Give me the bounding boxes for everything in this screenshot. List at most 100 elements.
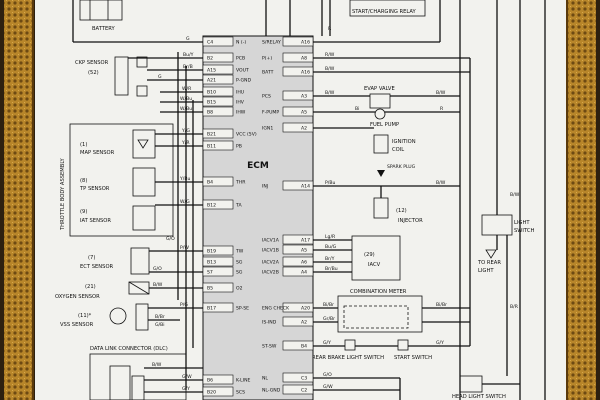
vss-num: (11)* xyxy=(78,313,92,319)
ecm-pin-signal: NL-GND xyxy=(262,388,281,394)
ecm-pin-signal: P(+) xyxy=(262,56,272,62)
head-light-label: HEAD LIGHT SWITCH xyxy=(452,394,506,400)
wire-tag: Lg/R xyxy=(325,234,336,240)
ecm-pin-cell xyxy=(282,340,314,351)
frame-right xyxy=(566,0,596,400)
ecm-pin-cell xyxy=(282,256,314,267)
wire-tag: Y/G xyxy=(181,128,190,134)
ecm-pin-signal: IACV1A xyxy=(262,238,280,244)
throttle-body-assembly: THROTTLE BODY ASSEMBLY (1) MAP SENSOR (8… xyxy=(60,123,174,237)
tp-label: TP SENSOR xyxy=(79,186,110,192)
injector-label: INJECTOR xyxy=(398,218,423,224)
wire-tag: Bu/G xyxy=(325,244,337,250)
ecm-pin-signal: VOUT xyxy=(236,68,249,74)
ecm-pin-id: B10 xyxy=(207,90,216,96)
ecm-pin-id: A21 xyxy=(207,78,216,84)
ecm-pin-id: B6 xyxy=(207,378,213,384)
wire-tag: Bi/Br xyxy=(323,302,334,308)
ecm-pin-id: A3 xyxy=(301,94,307,100)
ecm-pin-signal: VCC (5V) xyxy=(236,132,257,138)
iacv-num: (29) xyxy=(364,252,375,258)
ecm-pin-id: A5 xyxy=(301,110,307,116)
wire-tag: G/W xyxy=(323,384,333,390)
wire-tag: B/R xyxy=(510,304,519,310)
ecm-pin-signal: PB xyxy=(236,144,242,150)
ecm-pin-id: B12 xyxy=(207,203,216,209)
ecm-pin-signal: TW xyxy=(235,249,244,255)
ecm-pin-id: C3 xyxy=(301,376,307,382)
ecm-pin-signal: TA xyxy=(235,203,242,209)
wire-tag: Y/Bu xyxy=(179,176,191,182)
ecm-pin-id: A2 xyxy=(301,126,307,132)
fuel-pump-label: FUEL PUMP xyxy=(370,122,399,128)
ecm-pin-id: S7 xyxy=(207,270,213,276)
dlc-label: DATA LINK CONNECTOR (DLC) xyxy=(90,346,168,352)
ecm-pin-signal: INJ xyxy=(262,184,268,190)
vss-sensor: (11)* VSS SENSOR xyxy=(60,303,149,331)
wire-tag: Br/Y xyxy=(325,256,335,262)
wire-tag: B/W xyxy=(510,192,520,198)
wire-tag: G/W xyxy=(182,374,192,380)
coil-label: COIL xyxy=(392,147,404,153)
iacv: (29) IACV xyxy=(351,235,401,281)
brake-start-switches: REAR BRAKE LIGHT SWITCH START SWITCH xyxy=(312,339,432,361)
wire-tag: G/O xyxy=(153,266,162,272)
ignition-label: IGNITION xyxy=(392,139,416,145)
wire-tag: W/G xyxy=(180,199,190,205)
frame-left xyxy=(4,0,34,400)
ecm-pin-signal: IHW xyxy=(236,110,246,116)
ecm-pin-signal: IGN1 xyxy=(262,126,273,132)
wiring xyxy=(72,0,546,400)
wire-tag: G/Y xyxy=(323,340,331,346)
ecm-pin-id: A16 xyxy=(301,40,310,46)
wire-tag: G xyxy=(158,74,162,80)
ecm-pin-cell xyxy=(282,266,314,277)
ecm-pin-cell xyxy=(282,316,314,327)
injector-num: (12) xyxy=(396,208,407,214)
ecm-pin-id: A4 xyxy=(301,270,307,276)
tp-num: (8) xyxy=(80,178,87,184)
ecm-pin-signal: BATT xyxy=(262,70,274,76)
ecm-pin-id: B20 xyxy=(207,390,216,396)
wire-tag: Bi/Br xyxy=(436,302,447,308)
ecm-pin-cell xyxy=(282,106,314,117)
wire-tag: B/W xyxy=(153,282,163,288)
ecm-pin-id: B15 xyxy=(207,100,216,106)
ecm-pin-id: C2 xyxy=(301,388,307,394)
ckp-label: CKP SENSOR xyxy=(75,60,109,66)
wire-tag: R xyxy=(440,106,444,112)
wire-tag: B/W xyxy=(325,66,335,72)
ecm-pin-id: B19 xyxy=(207,249,216,255)
wire-tag: Br/B xyxy=(183,64,193,70)
wire-tag: Br/Bu xyxy=(325,266,338,272)
map-num: (1) xyxy=(80,142,87,148)
ecm-pin-signal: SCS xyxy=(236,390,245,396)
throttle-label: THROTTLE BODY ASSEMBLY xyxy=(60,157,66,231)
wire-tag: G xyxy=(186,36,190,42)
ecm-pin-id: A14 xyxy=(301,184,310,190)
ecm-pin-cell xyxy=(282,372,314,383)
ecm-pin-id: A16 xyxy=(301,70,310,76)
wire-color-tags: G Bu/Y Br/B G W/R W/Bu W/Bu Y/G Y/R Y/Bu… xyxy=(152,26,520,392)
spark-label: SPARK PLUG xyxy=(387,164,416,170)
wire-tag: W/Bu xyxy=(180,106,192,112)
ecm-pin-signal: ENG CHECK xyxy=(262,306,290,312)
evap-label: EVAP VALVE xyxy=(364,86,395,92)
ecm-pin-id: B21 xyxy=(207,132,216,138)
ecm-pin-signal: IS-IND xyxy=(262,320,277,326)
wire-tag: B/W xyxy=(436,180,446,186)
ecm-pin-id: B2 xyxy=(207,56,213,62)
ecm-pin-signal: S/RELAY xyxy=(262,40,281,46)
combination-meter: COMBINATION METER xyxy=(337,289,423,333)
ecm-pin-cell xyxy=(282,244,314,255)
o2-num: (21) xyxy=(85,284,96,290)
ecm-pin-id: B5 xyxy=(207,286,213,292)
wire-tag: Gr/Br xyxy=(323,316,335,322)
wire-tag: B/W xyxy=(325,90,335,96)
wire-tag: W/R xyxy=(182,86,192,92)
ecm-pin-signal: P-GND xyxy=(236,78,251,84)
battery-label: BATTERY xyxy=(92,26,115,32)
ecm-pin-id: A20 xyxy=(301,306,310,312)
